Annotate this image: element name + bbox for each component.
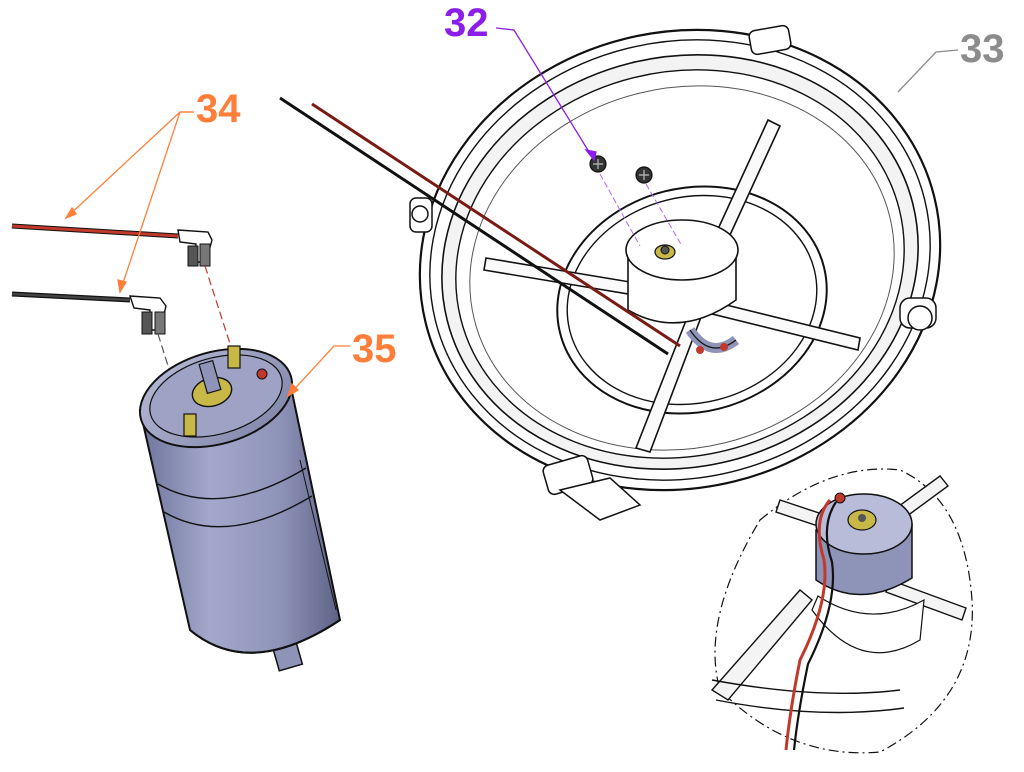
screw-icon (635, 166, 653, 184)
housing-wires (279, 96, 681, 356)
dc-motor (138, 345, 342, 672)
callout-34: 34 (196, 87, 241, 131)
leader-34b (119, 111, 194, 293)
spade-connector-icon (177, 229, 213, 267)
callout-32: 32 (444, 1, 489, 45)
leader-32 (495, 27, 595, 161)
installed-motor-view (625, 219, 740, 354)
detail-inset (710, 468, 973, 754)
spade-connector-icon (129, 295, 167, 335)
callout-33: 33 (960, 27, 1005, 71)
terminal-icon (227, 345, 241, 369)
callout-35: 35 (352, 327, 397, 371)
leader-33 (897, 49, 959, 93)
leader-35 (287, 345, 350, 397)
motor-wires (11, 223, 233, 411)
terminal-icon (183, 413, 197, 437)
leader-lines (64, 27, 959, 398)
